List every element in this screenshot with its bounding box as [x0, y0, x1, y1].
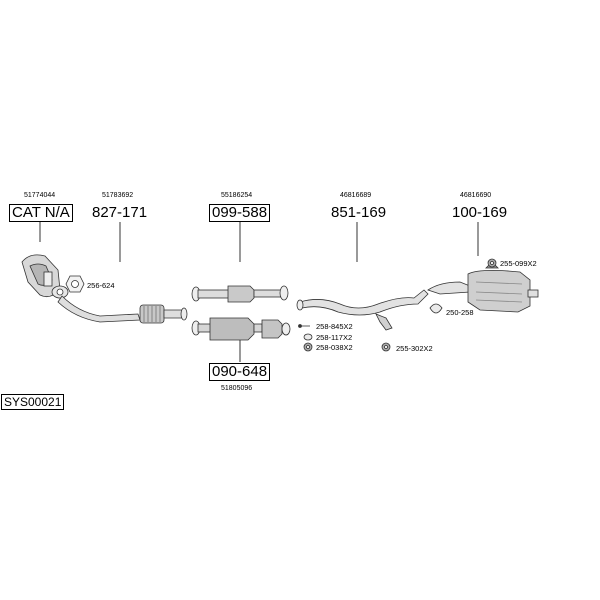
accessory-label[interactable]: 255-302X2 — [396, 344, 433, 353]
front-pipe — [57, 295, 188, 324]
part-number[interactable]: 090-648 — [209, 363, 271, 381]
oem-number: 55186254 — [221, 192, 253, 199]
cat-pipe-090-648 — [191, 317, 291, 341]
part-number[interactable]: 100-169 — [452, 204, 508, 221]
hanger-250-258 — [429, 303, 443, 314]
gasket-256-624 — [65, 275, 85, 293]
ring-258-117 — [303, 333, 313, 341]
system-code: SYS00021 — [1, 394, 65, 410]
accessory-label[interactable]: 258-038X2 — [316, 343, 353, 352]
accessory-label[interactable]: 255-099X2 — [500, 259, 537, 268]
intermediate-pipe — [296, 289, 429, 331]
manifold-catalyst — [21, 254, 69, 299]
part-number[interactable]: 827-171 — [92, 204, 148, 221]
part-number[interactable]: 099-588 — [209, 204, 271, 222]
oem-number: 46816690 — [460, 192, 492, 199]
oem-number: 51783692 — [102, 192, 134, 199]
oem-number: 51774044 — [24, 192, 56, 199]
accessory-label[interactable]: 256-624 — [87, 281, 115, 290]
part-number[interactable]: 851-169 — [331, 204, 387, 221]
accessory-label[interactable]: 250-258 — [446, 308, 474, 317]
oem-number: 51805096 — [221, 385, 253, 392]
part-number[interactable]: CAT N/A — [9, 204, 73, 222]
accessory-label[interactable]: 258-117X2 — [316, 333, 353, 342]
rear-silencer — [427, 261, 539, 313]
oem-number: 46816689 — [340, 192, 372, 199]
accessory-label[interactable]: 258-845X2 — [316, 322, 353, 331]
cat-pipe-099-588 — [191, 285, 289, 303]
